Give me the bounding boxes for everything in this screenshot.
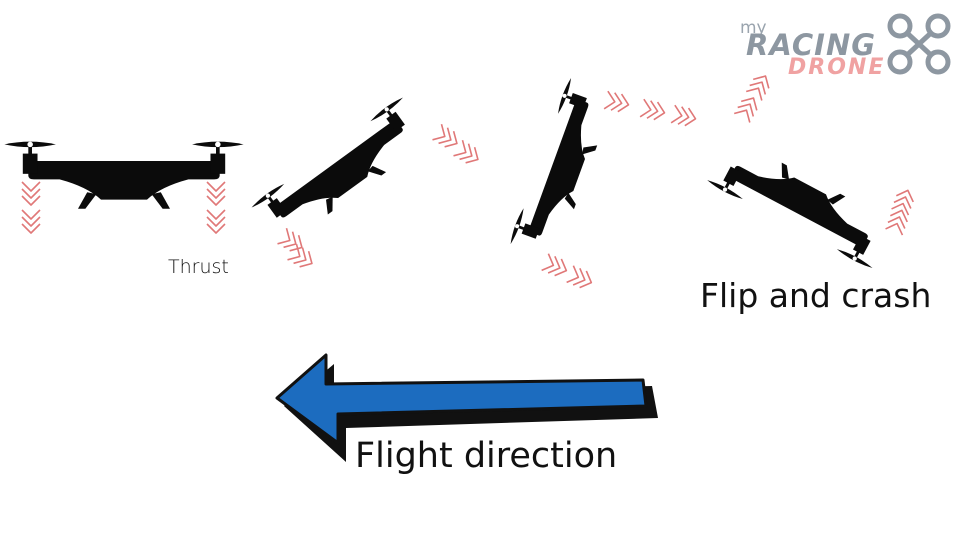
- flight-direction-label: Flight direction: [355, 436, 618, 476]
- quadcopter-logo-icon: [887, 13, 951, 75]
- thrust-label: Thrust: [168, 256, 229, 278]
- drone-flipped: [706, 70, 918, 270]
- logo-drone: DRONE: [788, 55, 886, 80]
- drone-tilted: [250, 95, 484, 273]
- flip-and-crash-label: Flip and crash: [700, 276, 932, 315]
- flight-direction-arrow: [275, 353, 658, 462]
- drone-level: [4, 141, 244, 234]
- logo-racing: RACING: [746, 28, 877, 62]
- logo-my: my: [740, 18, 767, 38]
- drone-vertical: [508, 77, 699, 292]
